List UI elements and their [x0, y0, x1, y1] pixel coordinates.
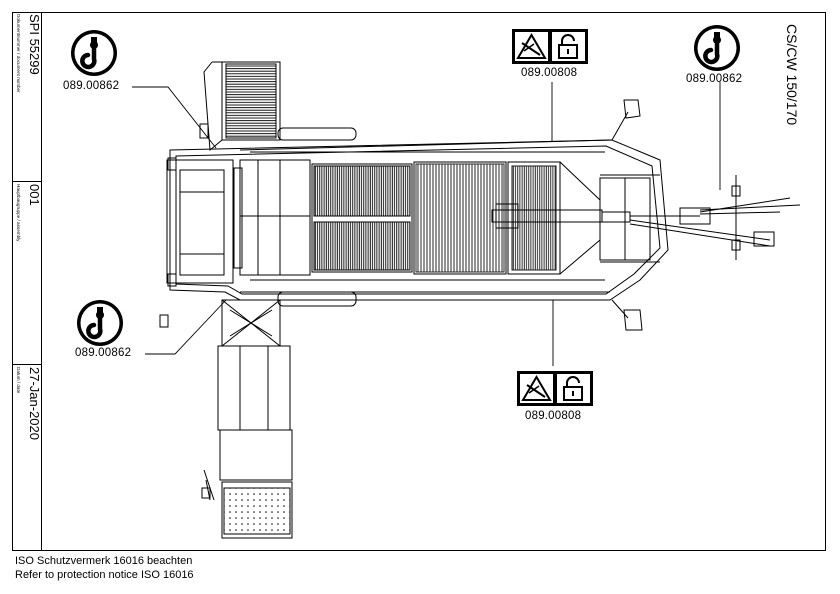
- lifting-hook-icon: [77, 300, 123, 346]
- title-block-document-cell: Dokumentnummer / document number SPI 552…: [12, 12, 42, 182]
- part-number-lift-bottom-left: 089.00862: [75, 347, 132, 359]
- bottom-elevator-lower: [219, 429, 293, 481]
- protection-notice-en: Refer to protection notice ISO 16016: [15, 569, 194, 581]
- share-section: [507, 161, 561, 275]
- title-block-assembly-cell: Hauptbaugruppe / assembly 001: [12, 182, 42, 365]
- lifting-hook-icon: [71, 30, 117, 76]
- padlock-key-icon: [563, 376, 583, 401]
- discharge-unit: [221, 481, 293, 539]
- part-number-warning-top: 089.00808: [521, 67, 578, 79]
- sieve-belt: [311, 163, 413, 273]
- title-block: Dokumentnummer / document number SPI 552…: [12, 12, 42, 551]
- digger-section: [413, 161, 507, 275]
- pto-shaft-end: [753, 231, 775, 247]
- rear-hopper-inner: [179, 169, 225, 276]
- top-wheel: [277, 127, 357, 141]
- part-number-lift-top-left: 089.00862: [63, 80, 120, 92]
- warning-decal-bottom: [517, 371, 593, 406]
- protection-notice-de: ISO Schutzvermerk 16016 beachten: [15, 555, 193, 567]
- part-number-warning-bottom: 089.00808: [525, 410, 582, 422]
- part-number-lift-top-right: 089.00862: [686, 73, 743, 85]
- cleaning-section: [239, 159, 311, 276]
- drawing-frame: [12, 12, 826, 551]
- main-frame-inner: [175, 145, 661, 295]
- leader-lines: [132, 82, 721, 366]
- bottom-elevator: [217, 345, 291, 431]
- main-frame: [169, 139, 669, 301]
- lifting-hook-icon: [694, 25, 740, 71]
- crush-hazard-warning-icon: [521, 375, 552, 401]
- top-elevator-belt: [225, 63, 277, 139]
- warning-decal-top: [512, 29, 588, 64]
- top-elevator-arm: [203, 61, 223, 152]
- rear-hopper: [166, 159, 234, 284]
- crush-hazard-warning-icon: [516, 33, 547, 59]
- padlock-key-icon: [558, 34, 578, 59]
